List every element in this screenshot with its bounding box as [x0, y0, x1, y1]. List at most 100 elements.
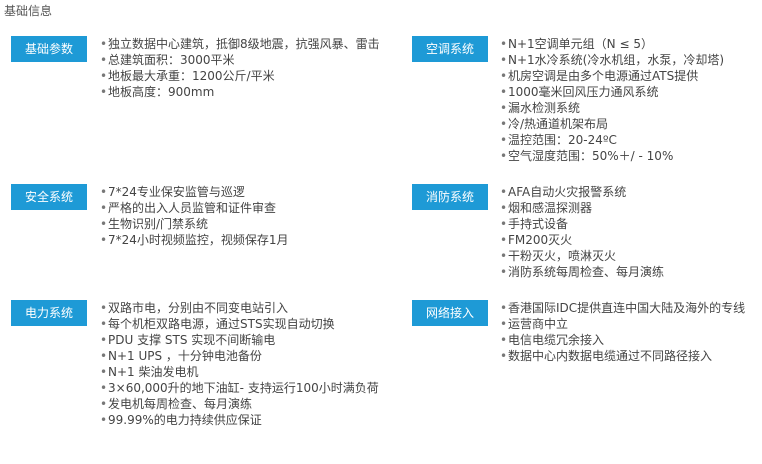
bullet-icon: •	[100, 37, 108, 51]
list-item: •严格的出入人员监管和证件审查	[100, 200, 400, 216]
bullet-icon: •	[100, 69, 108, 83]
bullet-icon: •	[500, 217, 508, 231]
bullet-icon: •	[100, 397, 108, 411]
list-item: •机房空调是由多个电源通过ATS提供	[500, 68, 760, 84]
list-item: •1000毫米回风压力通风系统	[500, 84, 760, 100]
list-aircon-system: •N+1空调单元组（N ≤ 5）•N+1水冷系统(冷水机组，水泵，冷却塔)•机房…	[500, 36, 760, 164]
list-item: •香港国际IDC提供直连中国大陆及海外的专线	[500, 300, 760, 316]
list-item-text: N+1 UPS ，十分钟电池备份	[108, 349, 262, 363]
list-item-text: 消防系统每周检查、每月演练	[508, 265, 665, 279]
list-item: •99.99%的电力持续供应保证	[100, 412, 390, 428]
tag-power-system: 电力系统	[11, 300, 87, 326]
list-item-text: 漏水检测系统	[508, 101, 581, 115]
tag-security-system: 安全系统	[11, 184, 87, 210]
list-item-text: 地板高度：900mm	[108, 85, 215, 99]
list-item-text: N+1水冷系统(冷水机组，水泵，冷却塔)	[508, 53, 725, 67]
bullet-icon: •	[500, 333, 508, 347]
list-item: •地板最大承重：1200公斤/平米	[100, 68, 400, 84]
list-item: •运营商中立	[500, 316, 760, 332]
bullet-icon: •	[500, 317, 508, 331]
list-item: •总建筑面积：3000平米	[100, 52, 400, 68]
list-item-text: 香港国际IDC提供直连中国大陆及海外的专线	[508, 301, 746, 315]
bullet-icon: •	[100, 365, 108, 379]
list-item-text: 数据中心内数据电缆通过不同路径接入	[508, 349, 713, 363]
bullet-icon: •	[100, 201, 108, 215]
list-item-text: 地板最大承重：1200公斤/平米	[108, 69, 275, 83]
list-item-text: 双路市电，分别由不同变电站引入	[108, 301, 289, 315]
list-security-system: •7*24专业保安监管与巡逻•严格的出入人员监管和证件审查•生物识别/门禁系统•…	[100, 184, 400, 248]
bullet-icon: •	[100, 301, 108, 315]
list-item: •每个机柜双路电源，通过STS实现自动切换	[100, 316, 390, 332]
bullet-icon: •	[100, 85, 108, 99]
list-item-text: 7*24专业保安监管与巡逻	[108, 185, 245, 199]
list-item: •独立数据中心建筑，抵御8级地震，抗强风暴、雷击	[100, 36, 400, 52]
list-item-text: 1000毫米回风压力通风系统	[508, 85, 659, 99]
list-network-access: •香港国际IDC提供直连中国大陆及海外的专线•运营商中立•电信电缆冗余接入•数据…	[500, 300, 760, 364]
tag-basic-params: 基础参数	[11, 36, 87, 62]
list-item-text: 电信电缆冗余接入	[508, 333, 605, 347]
list-item: •消防系统每周检查、每月演练	[500, 264, 760, 280]
bullet-icon: •	[500, 233, 508, 247]
list-item: •N+1空调单元组（N ≤ 5）	[500, 36, 760, 52]
bullet-icon: •	[500, 85, 508, 99]
list-item-text: 运营商中立	[508, 317, 569, 331]
bullet-icon: •	[500, 249, 508, 263]
list-item-text: N+1空调单元组（N ≤ 5）	[508, 37, 653, 51]
list-item-text: 总建筑面积：3000平米	[108, 53, 235, 67]
list-item: •7*24专业保安监管与巡逻	[100, 184, 400, 200]
list-item-text: 每个机柜双路电源，通过STS实现自动切换	[108, 317, 335, 331]
list-item-text: 机房空调是由多个电源通过ATS提供	[508, 69, 699, 83]
list-item-text: 生物识别/门禁系统	[108, 217, 209, 231]
list-item: •发电机每周检查、每月演练	[100, 396, 390, 412]
bullet-icon: •	[500, 201, 508, 215]
bullet-icon: •	[100, 349, 108, 363]
list-item-text: 干粉灭火，喷淋灭火	[508, 249, 617, 263]
list-item-text: 手持式设备	[508, 217, 569, 231]
list-item: •FM200灭火	[500, 232, 760, 248]
list-item-text: PDU 支撑 STS 实现不间断输电	[108, 333, 276, 347]
list-item-text: 3×60,000升的地下油缸- 支持运行100小时满负荷	[108, 381, 379, 395]
page-title: 基础信息	[4, 4, 53, 18]
list-item-text: AFA自动火灾报警系统	[508, 185, 627, 199]
list-item: •漏水检测系统	[500, 100, 760, 116]
bullet-icon: •	[500, 149, 508, 163]
tag-network-access: 网络接入	[412, 300, 488, 326]
bullet-icon: •	[100, 217, 108, 231]
list-item: •7*24小时视频监控，视频保存1月	[100, 232, 400, 248]
bullet-icon: •	[500, 265, 508, 279]
bullet-icon: •	[100, 53, 108, 67]
list-item: •生物识别/门禁系统	[100, 216, 400, 232]
list-item: •3×60,000升的地下油缸- 支持运行100小时满负荷	[100, 380, 390, 396]
list-item: •冷/热通道机架布局	[500, 116, 760, 132]
list-item: •电信电缆冗余接入	[500, 332, 760, 348]
bullet-icon: •	[500, 301, 508, 315]
list-item-text: 发电机每周检查、每月演练	[108, 397, 253, 411]
bullet-icon: •	[500, 349, 508, 363]
bullet-icon: •	[100, 317, 108, 331]
list-item: •干粉灭火，喷淋灭火	[500, 248, 760, 264]
bullet-icon: •	[100, 233, 108, 247]
list-item-text: 温控范围：20-24ºC	[508, 133, 617, 147]
list-item: •PDU 支撑 STS 实现不间断输电	[100, 332, 390, 348]
list-item-text: 7*24小时视频监控，视频保存1月	[108, 233, 289, 247]
bullet-icon: •	[500, 101, 508, 115]
list-item: •N+1水冷系统(冷水机组，水泵，冷却塔)	[500, 52, 760, 68]
list-item-text: 烟和感温探测器	[508, 201, 593, 215]
bullet-icon: •	[500, 37, 508, 51]
list-item-text: 99.99%的电力持续供应保证	[108, 413, 262, 427]
list-item-text: 严格的出入人员监管和证件审查	[108, 201, 277, 215]
bullet-icon: •	[500, 117, 508, 131]
bullet-icon: •	[500, 185, 508, 199]
list-item-text: 空气湿度范围：50%＋/ - 10%	[508, 149, 674, 163]
list-fire-system: •AFA自动火灾报警系统•烟和感温探测器•手持式设备•FM200灭火•干粉灭火，…	[500, 184, 760, 280]
bullet-icon: •	[100, 413, 108, 427]
bullet-icon: •	[100, 185, 108, 199]
tag-fire-system: 消防系统	[412, 184, 488, 210]
bullet-icon: •	[100, 333, 108, 347]
list-item: •空气湿度范围：50%＋/ - 10%	[500, 148, 760, 164]
bullet-icon: •	[500, 53, 508, 67]
list-item: •AFA自动火灾报警系统	[500, 184, 760, 200]
list-item: •地板高度：900mm	[100, 84, 400, 100]
bullet-icon: •	[100, 381, 108, 395]
list-item-text: 冷/热通道机架布局	[508, 117, 609, 131]
